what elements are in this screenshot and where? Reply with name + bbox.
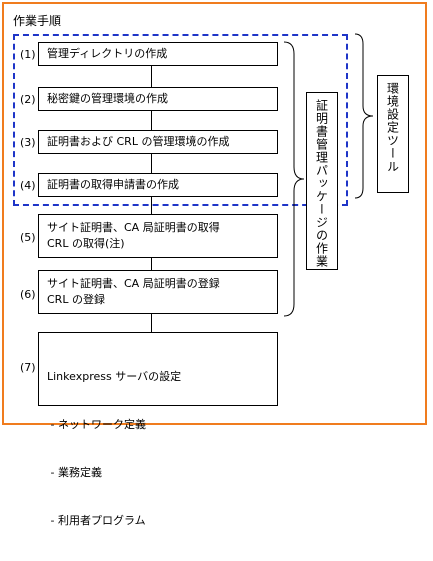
cert-package-brace xyxy=(283,41,305,317)
step-number: (7) xyxy=(20,361,36,374)
step-box: サイト証明書、CA 局証明書の取得 CRL の取得(注) xyxy=(38,214,278,258)
cert-package-label: 証明書管理パッケージの作業 xyxy=(314,99,329,268)
env-tool-label: 環境設定ツール xyxy=(385,82,400,173)
step-number: (1) xyxy=(20,48,36,61)
env-tool-scope-box xyxy=(13,34,348,206)
connector-line xyxy=(151,66,152,91)
step-box: サイト証明書、CA 局証明書の登録 CRL の登録 xyxy=(38,270,278,314)
connector-line xyxy=(151,314,152,333)
step-box: 秘密鍵の管理環境の作成 xyxy=(38,87,278,111)
step-number: (6) xyxy=(20,288,36,301)
step-box: 証明書の取得申請書の作成 xyxy=(38,173,278,197)
connector-line xyxy=(151,111,152,134)
cert-package-label-box: 証明書管理パッケージの作業 xyxy=(306,92,338,270)
step-label: - 業務定義 xyxy=(47,466,102,479)
diagram-canvas: 作業手順 (1) (2) (3) (4) (5) (6) (7) 管理ディレクト… xyxy=(2,2,427,527)
step-label: サイト証明書、CA 局証明書の登録 xyxy=(47,277,220,290)
diagram-title: 作業手順 xyxy=(13,14,62,28)
step-label: 証明書および CRL の管理環境の作成 xyxy=(47,135,230,148)
step-number: (5) xyxy=(20,231,36,244)
step-label: 秘密鍵の管理環境の作成 xyxy=(47,92,168,105)
step-label: CRL の取得(注) xyxy=(47,237,125,250)
step-number: (4) xyxy=(20,179,36,192)
step-number: (2) xyxy=(20,93,36,106)
step-box: 管理ディレクトリの作成 xyxy=(38,42,278,66)
step-label: CRL の登録 xyxy=(47,293,105,306)
connector-line xyxy=(151,258,152,271)
step-label: 管理ディレクトリの作成 xyxy=(47,47,168,60)
step-label: サイト証明書、CA 局証明書の取得 xyxy=(47,221,220,234)
step-box: Linkexpress サーバの設定 - ネットワーク定義 - 業務定義 - 利… xyxy=(38,332,278,527)
step-number: (3) xyxy=(20,136,36,149)
step-label: 証明書の取得申請書の作成 xyxy=(47,178,179,191)
connector-line xyxy=(151,197,152,215)
env-tool-brace xyxy=(354,33,374,199)
connector-line xyxy=(151,154,152,174)
step-box: 証明書および CRL の管理環境の作成 xyxy=(38,130,278,154)
step-label: Linkexpress サーバの設定 xyxy=(47,370,182,383)
env-tool-label-box: 環境設定ツール xyxy=(377,75,409,193)
step-label: - ネットワーク定義 xyxy=(47,418,146,431)
step-label: - 利用者プログラム xyxy=(47,514,146,527)
